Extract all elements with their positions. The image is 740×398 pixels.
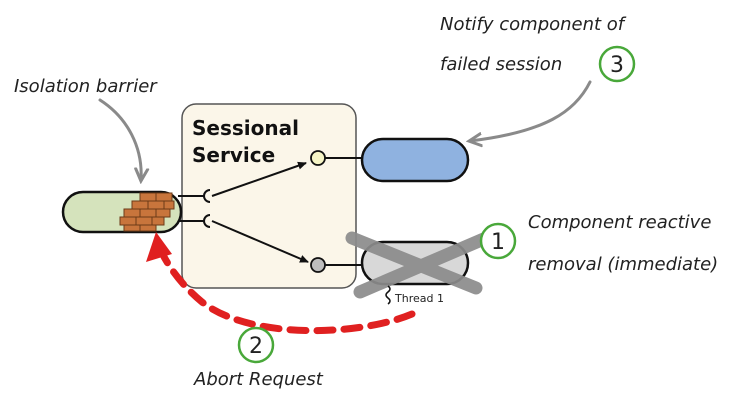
required-ports (178, 189, 211, 228)
provided-port-bottom (310, 257, 326, 273)
service-title-line2: Service (192, 143, 275, 167)
svg-text:3: 3 (610, 53, 624, 78)
isolation-barrier-label: Isolation barrier (14, 76, 158, 97)
thread-label: Thread 1 (394, 292, 444, 305)
svg-text:1: 1 (491, 230, 505, 255)
provided-port-top (310, 150, 326, 166)
connector-to-blue (211, 161, 307, 197)
abort-arrowhead (146, 232, 172, 262)
notify-label-line2: failed session (440, 54, 562, 75)
step-3-badge: 3 (598, 45, 636, 83)
brick-wall-icon (119, 192, 175, 232)
service-title-line1: Sessional (192, 116, 299, 140)
connector-to-removed (211, 220, 309, 263)
notify-pointer (470, 80, 592, 141)
abort-request-arrow (154, 240, 416, 335)
step-1-badge: 1 (479, 222, 517, 260)
svg-text:2: 2 (249, 334, 263, 359)
isolation-barrier-pointer (98, 98, 141, 180)
notify-label-line1: Notify component of (440, 14, 627, 35)
removed-cross-icon (345, 231, 493, 299)
notified-component (360, 137, 470, 183)
reactive-label-line2: removal (immediate) (528, 254, 718, 275)
reactive-label-line1: Component reactive (528, 212, 711, 233)
thread-squiggle-icon (385, 285, 391, 305)
abort-label: Abort Request (193, 369, 324, 390)
step-2-badge: 2 (237, 326, 275, 364)
